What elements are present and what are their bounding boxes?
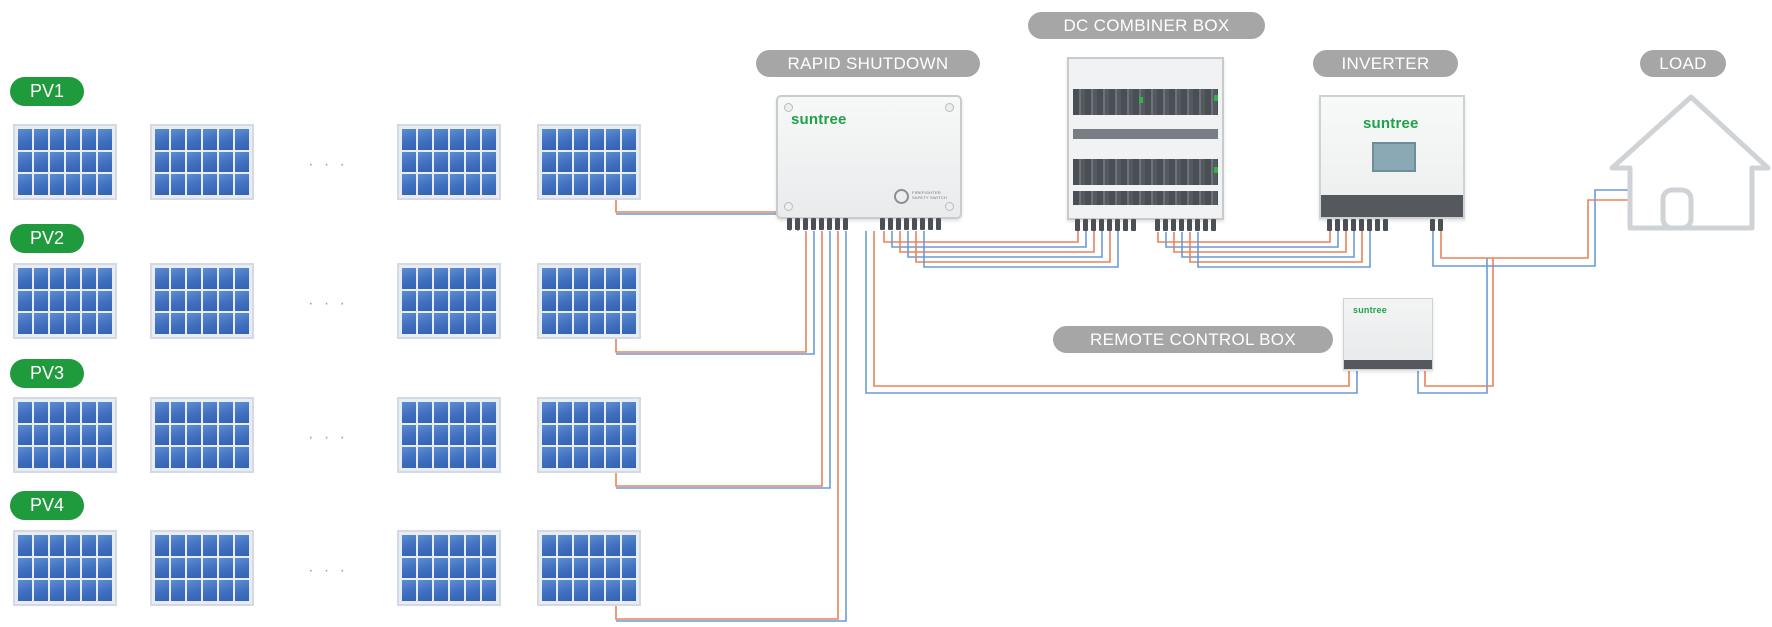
rapid-shutdown-device: suntree FIREFIGHTER SAFETY SWITCH: [776, 95, 962, 219]
pv-string-wire: [615, 231, 839, 620]
screw-icon: [784, 202, 793, 211]
rsd-to-remote-wire: [873, 231, 1350, 387]
solar-panel-icon: [397, 124, 501, 200]
pv-string-label: PV1: [10, 77, 84, 106]
solar-panel-icon: [13, 263, 117, 339]
solar-panel-icon: [397, 530, 501, 606]
safety-switch-icon: [894, 189, 909, 204]
breaker-rail: [1073, 129, 1218, 139]
solar-panel-icon: [537, 263, 641, 339]
pv-string-wire: [615, 194, 791, 231]
rsd-to-combiner-wire: [907, 231, 1103, 258]
combiner-to-inverter-wire: [1165, 231, 1339, 248]
brand-logo: suntree: [1353, 305, 1387, 315]
solar-panel-icon: [150, 263, 254, 339]
inverter-to-load-wire: [1432, 189, 1633, 267]
more-panels-ellipsis: · · ·: [308, 429, 348, 446]
pv-string-wire: [615, 231, 823, 487]
rsd-to-combiner-wire: [915, 231, 1111, 263]
solar-panel-icon: [397, 397, 501, 473]
more-panels-ellipsis: · · ·: [308, 562, 348, 579]
house-icon: [1609, 94, 1771, 231]
screw-icon: [945, 202, 954, 211]
pv-string-wire: [616, 231, 815, 355]
remote-base: [1344, 360, 1432, 369]
rsd-to-combiner-wire: [883, 231, 1079, 243]
combiner-to-inverter-wire: [1197, 231, 1371, 268]
dc-combiner-box-device: [1067, 57, 1224, 220]
rsd-to-combiner-wire: [899, 231, 1095, 253]
inverter-label: INVERTER: [1313, 50, 1458, 77]
combiner-input-connectors: [1075, 219, 1136, 231]
breaker-rail: [1073, 89, 1218, 115]
breaker-rail: [1073, 159, 1218, 185]
solar-panel-icon: [537, 124, 641, 200]
load-label: LOAD: [1640, 50, 1726, 77]
solar-panel-icon: [13, 124, 117, 200]
solar-panel-icon: [150, 124, 254, 200]
brand-logo: suntree: [1363, 115, 1419, 132]
safety-switch-label: FIREFIGHTER SAFETY SWITCH: [912, 190, 947, 200]
solar-panel-icon: [13, 397, 117, 473]
more-panels-ellipsis: · · ·: [308, 156, 348, 173]
rsd-to-remote-wire: [865, 231, 1358, 394]
combiner-to-inverter-wire: [1173, 231, 1347, 253]
rsd-to-combiner-wire: [923, 231, 1119, 268]
dc-combiner-box-label: DC COMBINER BOX: [1028, 12, 1265, 39]
inverter-ac-connectors: [1430, 219, 1443, 231]
solar-panel-icon: [537, 397, 641, 473]
combiner-to-inverter-wire: [1181, 231, 1355, 258]
combiner-to-inverter-wire: [1189, 231, 1363, 263]
combiner-to-inverter-wire: [1157, 231, 1331, 243]
pv-string-wire: [616, 213, 799, 231]
solar-panel-icon: [150, 397, 254, 473]
solar-panel-icon: [13, 530, 117, 606]
screw-icon: [945, 103, 954, 112]
screw-icon: [784, 103, 793, 112]
indicator-led: [1214, 167, 1218, 173]
remote-to-ac-wire: [1417, 258, 1488, 394]
inverter-dc-connectors: [1327, 219, 1388, 231]
indicator-led: [1214, 95, 1218, 101]
pv-string-label: PV4: [10, 491, 84, 520]
solar-panel-icon: [397, 263, 501, 339]
pv-string-wire: [616, 231, 831, 489]
remote-control-box-device: suntree: [1343, 298, 1433, 370]
indicator-led: [1139, 97, 1143, 103]
brand-logo: suntree: [791, 111, 847, 128]
inverter-device: suntree: [1319, 95, 1465, 219]
remote-control-box-label: REMOTE CONTROL BOX: [1053, 326, 1333, 353]
solar-panel-icon: [537, 530, 641, 606]
rsd-to-combiner-wire: [891, 231, 1087, 248]
solar-panel-icon: [150, 530, 254, 606]
combiner-output-connectors: [1155, 219, 1216, 231]
pv-string-wire: [616, 231, 847, 622]
pv-string-label: PV3: [10, 359, 84, 388]
inverter-to-load-wire: [1440, 199, 1633, 259]
pv-string-wire: [615, 231, 807, 353]
pv-string-label: PV2: [10, 224, 84, 253]
more-panels-ellipsis: · · ·: [308, 295, 348, 312]
inverter-base: [1321, 195, 1463, 217]
remote-to-ac-wire: [1424, 258, 1494, 387]
rsd-input-connectors: [787, 218, 848, 230]
breaker-rail: [1073, 191, 1218, 205]
rsd-output-connectors: [880, 218, 941, 230]
inverter-display: [1372, 142, 1416, 172]
rapid-shutdown-label: RAPID SHUTDOWN: [756, 50, 980, 77]
